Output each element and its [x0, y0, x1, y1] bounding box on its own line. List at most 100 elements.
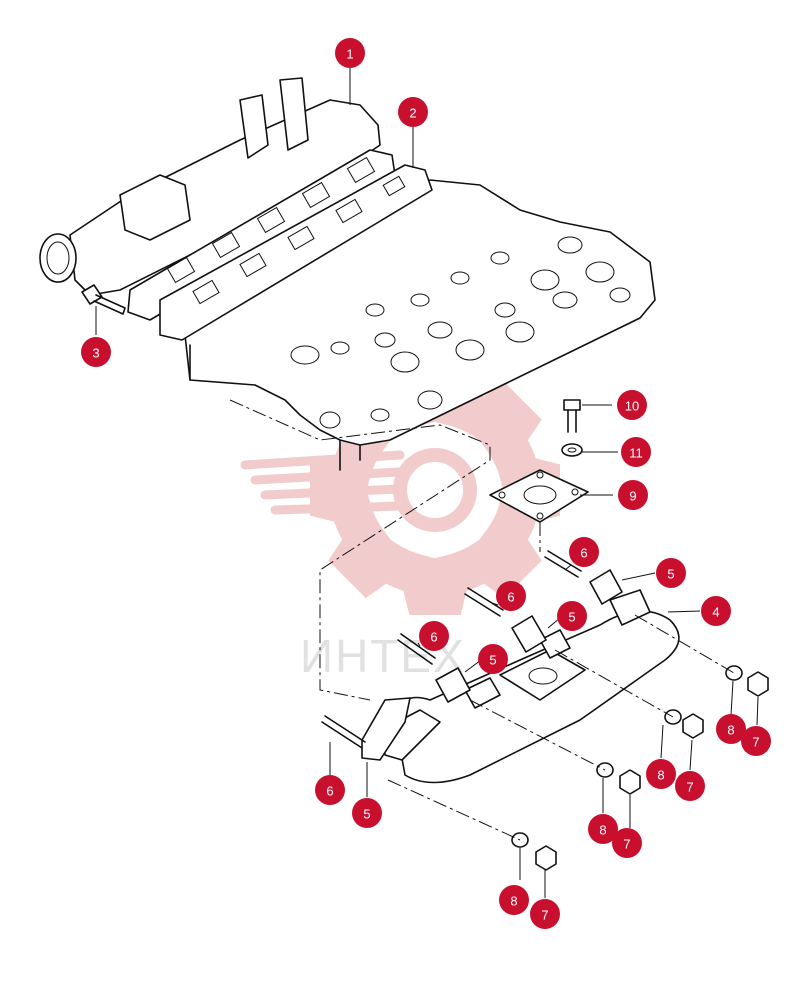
- callout-label: 9: [629, 489, 636, 504]
- callout-circle: [557, 601, 587, 631]
- callout-c7b: 7: [675, 771, 705, 801]
- exhaust-port-flange-3: [539, 629, 571, 659]
- callout-label: 5: [363, 807, 370, 822]
- intake-gasket: [159, 164, 433, 341]
- callout-label: 11: [629, 446, 643, 461]
- cylinder-head: [184, 179, 656, 471]
- callout-c2: 2: [398, 97, 428, 127]
- callout-circle: [617, 390, 647, 420]
- gasket-ports: [192, 175, 406, 305]
- callout-circle: [621, 437, 651, 467]
- callout-c5a: 5: [656, 558, 686, 588]
- exhaust-gaskets: [361, 569, 623, 761]
- callout-label: 7: [752, 735, 759, 750]
- callout-circle: [675, 771, 705, 801]
- bolt-3: [81, 284, 126, 315]
- callout-label: 6: [580, 546, 587, 561]
- flange-plate-9: [489, 469, 589, 523]
- callout-label: 3: [92, 346, 99, 361]
- callout-c3: 3: [81, 337, 111, 367]
- callout-label: 8: [599, 823, 606, 838]
- callout-label: 5: [667, 567, 674, 582]
- intake-manifold: [39, 77, 396, 321]
- callout-circle: [352, 798, 382, 828]
- callout-label: 8: [727, 723, 734, 738]
- stud-6-d: [544, 550, 582, 578]
- stud-6-c: [464, 587, 504, 617]
- callout-circle: [81, 337, 111, 367]
- leader-lines: [95, 68, 759, 898]
- nuts-7: [535, 671, 769, 871]
- callout-c5d: 5: [352, 798, 382, 828]
- callout-label: 8: [510, 894, 517, 909]
- exhaust-port-flange-4: [609, 589, 651, 626]
- callout-label: 10: [625, 399, 639, 414]
- gasket-5-d: [589, 569, 623, 605]
- callout-c8c: 8: [588, 814, 618, 844]
- callout-c9: 9: [618, 480, 648, 510]
- callout-circle: [335, 38, 365, 68]
- callout-label: 7: [686, 780, 693, 795]
- gear-hub: [393, 448, 477, 532]
- studs: [321, 550, 582, 749]
- callout-c10: 10: [617, 390, 647, 420]
- manifold-bracket-2: [279, 77, 309, 151]
- callout-label: 6: [326, 784, 333, 799]
- callout-circle: [656, 558, 686, 588]
- callout-circle: [398, 97, 428, 127]
- stud-6-b: [397, 633, 436, 665]
- manifold-bracket-1: [239, 94, 269, 159]
- callout-c4: 4: [701, 596, 731, 626]
- callout-c5c: 5: [478, 644, 508, 674]
- callout-c5b: 5: [557, 601, 587, 631]
- callout-circle: [496, 581, 526, 611]
- callout-c6b: 6: [496, 581, 526, 611]
- gasket-5-c: [511, 615, 547, 653]
- callout-circle: [499, 885, 529, 915]
- callout-label: 5: [568, 610, 575, 625]
- callout-c1: 1: [335, 38, 365, 68]
- callout-label: 8: [657, 768, 664, 783]
- center-lines: [229, 399, 735, 841]
- callout-label: 1: [346, 47, 353, 62]
- callout-circle: [588, 814, 618, 844]
- bolt-10: [563, 399, 581, 433]
- callout-c11: 11: [621, 437, 651, 467]
- gasket-5-b: [435, 667, 471, 703]
- exhaust-port-flange-2: [464, 677, 501, 709]
- callout-label: 5: [489, 653, 496, 668]
- speed-lines: [240, 450, 405, 515]
- callout-circle: [530, 899, 560, 929]
- callout-c7d: 7: [530, 899, 560, 929]
- callout-c7c: 7: [612, 828, 642, 858]
- callout-label: 7: [541, 908, 548, 923]
- callout-c8d: 8: [499, 885, 529, 915]
- callout-label: 7: [623, 837, 630, 852]
- callout-c8b: 8: [646, 759, 676, 789]
- callout-label: 4: [712, 605, 719, 620]
- exhaust-outlet-flange: [499, 649, 586, 701]
- callout-c6c: 6: [419, 621, 449, 651]
- stud-6-a: [321, 715, 366, 749]
- manifold-flange-ports: [166, 156, 376, 284]
- callout-label: 6: [507, 590, 514, 605]
- gasket-5-a: [361, 697, 411, 761]
- callout-circle: [569, 537, 599, 567]
- callout-circle: [618, 480, 648, 510]
- cylinder-head-side: [189, 344, 361, 471]
- callout-circle: [478, 644, 508, 674]
- exhaust-outlet-bore: [528, 667, 558, 685]
- washer-11: [561, 443, 583, 457]
- exhaust-manifold: [381, 589, 680, 784]
- callout-circle: [646, 759, 676, 789]
- callout-label: 6: [430, 630, 437, 645]
- cylinder-head-ports: [290, 236, 631, 429]
- callout-circle: [315, 775, 345, 805]
- callout-c6a: 6: [569, 537, 599, 567]
- gasket-outline: [159, 164, 433, 341]
- manifold-bracket-3: [119, 174, 191, 241]
- callout-c6d: 6: [315, 775, 345, 805]
- callout-circle: [419, 621, 449, 651]
- callout-c8a: 8: [716, 714, 746, 744]
